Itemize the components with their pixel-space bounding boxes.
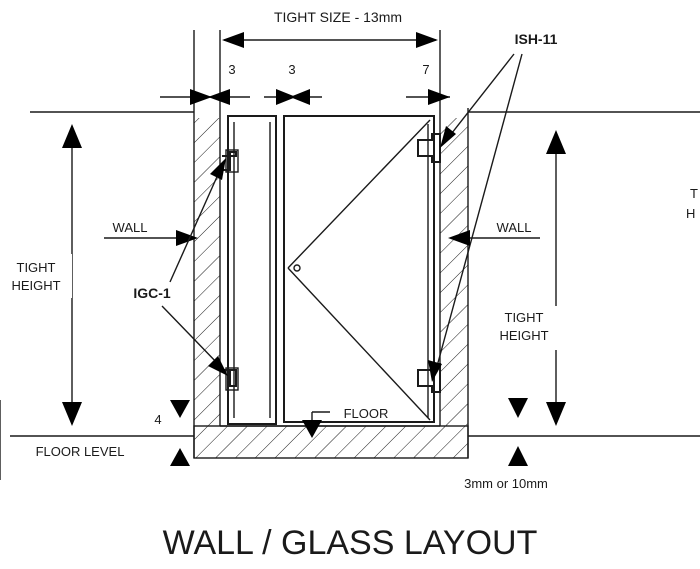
right-height-arrow-bottom xyxy=(546,402,566,426)
right-wall-arrow xyxy=(448,230,470,246)
floor-gap-arrow-bottom xyxy=(170,448,190,466)
igc-clip-top xyxy=(222,151,237,171)
gap-dimensions: 3 3 7 xyxy=(160,62,450,105)
gap-middle-arrow-a xyxy=(276,89,296,105)
tight-size-dimension: TIGHT SIZE - 13mm xyxy=(222,9,438,48)
fixed-glass-panel xyxy=(227,115,277,425)
left-height-label-1: TIGHT xyxy=(17,260,56,275)
floor-arrow xyxy=(302,420,322,438)
clearance-arrow-top xyxy=(508,398,528,418)
igc-clip-top-body xyxy=(225,149,239,173)
ish-leader-top xyxy=(447,53,515,139)
left-wall-label: WALL xyxy=(113,220,148,235)
edge-partial-text: T H xyxy=(686,186,698,221)
igc-clip-bottom xyxy=(222,369,237,387)
door-glass-panel xyxy=(283,115,435,423)
left-height-label-bg xyxy=(8,254,72,298)
left-height-label-2: HEIGHT xyxy=(11,278,60,293)
igc-leader-bottom-arrow xyxy=(208,356,228,376)
igc-callout: IGC-1 xyxy=(133,158,228,376)
glass-panels xyxy=(222,115,441,425)
gap-left-arrow-a xyxy=(190,89,212,105)
floor-callout: FLOOR xyxy=(302,406,388,438)
frame xyxy=(0,30,700,480)
tight-size-label: TIGHT SIZE - 13mm xyxy=(274,9,402,25)
edge-partial-1: T xyxy=(690,186,698,201)
ish-leader-top-arrow xyxy=(440,126,456,148)
right-height-label-1: TIGHT xyxy=(505,310,544,325)
right-height-arrow-top xyxy=(546,130,566,154)
gap-dim-middle: 3 xyxy=(288,62,295,77)
igc-leader-bottom xyxy=(161,305,221,367)
edge-partial-2: H xyxy=(686,206,695,221)
ish-label: ISH-11 xyxy=(515,31,558,47)
right-wall-hatch xyxy=(440,118,468,426)
floor-gap-arrow-top xyxy=(170,400,190,418)
tight-size-arrow-left xyxy=(222,32,244,48)
right-wall-callout: WALL xyxy=(448,220,540,246)
floor-clearance-label: 3mm or 10mm xyxy=(464,476,548,491)
gap-right-arrow xyxy=(428,89,450,105)
floor-level-callout: FLOOR LEVEL 4 xyxy=(36,400,190,466)
left-height-arrow-top xyxy=(62,124,82,148)
right-height-label-2: HEIGHT xyxy=(499,328,548,343)
left-wall-hatch xyxy=(194,118,220,426)
igc-leader-top xyxy=(169,169,221,283)
right-wall-label: WALL xyxy=(497,220,532,235)
clearance-arrow-bottom xyxy=(508,446,528,466)
igc-label: IGC-1 xyxy=(133,285,171,301)
ish-leader-bottom-arrow xyxy=(428,360,442,382)
door-swing-lower xyxy=(287,267,431,421)
right-height-label-bg xyxy=(488,306,560,350)
left-wall-arrow xyxy=(176,230,198,246)
left-height-arrow-bottom xyxy=(62,402,82,426)
gap-left-arrow-b xyxy=(208,89,230,105)
igc-clip-bottom-body xyxy=(225,367,239,391)
diagram-title: WALL / GLASS LAYOUT xyxy=(163,524,538,562)
left-tight-height-dimension: TIGHT HEIGHT xyxy=(8,124,82,426)
left-wall-callout: WALL xyxy=(104,220,198,246)
floor-level-label: FLOOR LEVEL xyxy=(36,444,125,459)
gap-dim-right: 7 xyxy=(422,62,429,77)
ish-leader-bottom xyxy=(435,53,523,371)
gap-middle-arrow-b xyxy=(290,89,310,105)
door-handle-mark xyxy=(293,264,301,272)
igc-leader-top-arrow xyxy=(210,158,226,180)
right-tight-height-dimension: TIGHT HEIGHT xyxy=(488,130,566,426)
floor-hatch xyxy=(194,426,468,458)
floor-label: FLOOR xyxy=(344,406,389,421)
floor-clearance-callout: 3mm or 10mm xyxy=(464,398,548,491)
ish-hinge-top xyxy=(417,133,441,163)
ish-callout: ISH-11 xyxy=(428,31,558,382)
tight-size-arrow-right xyxy=(416,32,438,48)
floor-gap-label: 4 xyxy=(154,412,161,427)
gap-dim-left: 3 xyxy=(228,62,235,77)
door-swing-upper xyxy=(287,119,431,269)
